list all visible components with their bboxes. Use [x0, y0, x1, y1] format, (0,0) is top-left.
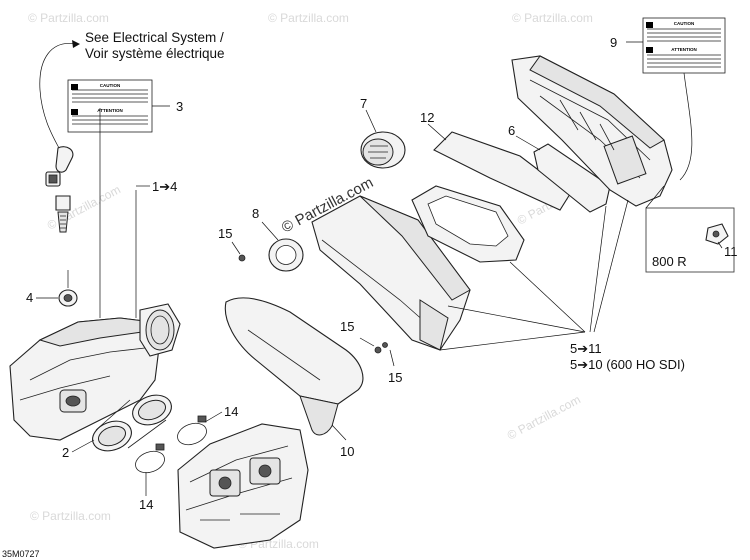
callout-14: 14 — [224, 404, 238, 419]
note-line-2: Voir système électrique — [85, 46, 225, 61]
ref-5-11: 5➔11 — [570, 341, 602, 356]
engine-block — [177, 423, 309, 549]
callout-15-lower: 15 — [388, 370, 402, 385]
callout-15-mid: 15 — [340, 319, 354, 334]
svg-text:CAUTION: CAUTION — [674, 21, 695, 26]
intake-cover — [311, 195, 471, 351]
caution-label-3: CAUTION ATTENTION — [67, 79, 153, 133]
note-arrow — [39, 43, 76, 151]
variant-box-label: 800 R — [652, 254, 687, 269]
svg-text:CAUTION: CAUTION — [100, 83, 121, 88]
callout-7: 7 — [360, 96, 367, 111]
callout-1-4: 1➔4 — [152, 179, 177, 194]
callouts: 3 1➔4 4 2 14 14 15 8 7 12 6 9 11 15 15 1… — [26, 35, 738, 512]
watermark: © Partzilla.com — [505, 392, 583, 442]
clamps-part-14 — [135, 415, 207, 474]
watermark: © Partzilla.com — [512, 11, 593, 25]
filter-part-10 — [224, 297, 364, 436]
gasket-tray — [411, 185, 525, 263]
adaptor-part-2 — [92, 394, 172, 452]
callout-10: 10 — [340, 444, 354, 459]
svg-text:ATTENTION: ATTENTION — [97, 108, 122, 113]
intake-part-7 — [360, 131, 406, 169]
watermark: © Partzilla.com — [30, 509, 111, 523]
sensor-parts — [45, 146, 74, 233]
watermark: © Partzilla.com — [268, 11, 349, 25]
ref-5-10: 5➔10 (600 HO SDI) — [570, 357, 685, 372]
callout-4: 4 — [26, 290, 33, 305]
callout-12: 12 — [420, 110, 434, 125]
callout-3: 3 — [176, 99, 183, 114]
callout-8: 8 — [252, 206, 259, 221]
drawing-code: 35M0727 — [2, 549, 40, 559]
callout-9: 9 — [610, 35, 617, 50]
watermark: © Partzilla.com — [28, 11, 109, 25]
callout-15-left: 15 — [218, 226, 232, 241]
note-line-1: See Electrical System / — [85, 30, 224, 45]
callout-2: 2 — [62, 445, 69, 460]
arrow-head-icon — [72, 40, 80, 48]
caution-label-9: CAUTION ATTENTION — [642, 17, 726, 74]
callout-6: 6 — [508, 123, 515, 138]
leaders-part-5 — [439, 199, 629, 351]
callout-14-bottom: 14 — [139, 497, 153, 512]
silencer-part-9 — [511, 55, 673, 207]
svg-text:ATTENTION: ATTENTION — [671, 47, 696, 52]
screws-part-15 — [231, 241, 395, 367]
strip-part-6 — [533, 143, 611, 213]
callout-11: 11 — [724, 244, 738, 259]
air-box-base — [9, 303, 181, 441]
